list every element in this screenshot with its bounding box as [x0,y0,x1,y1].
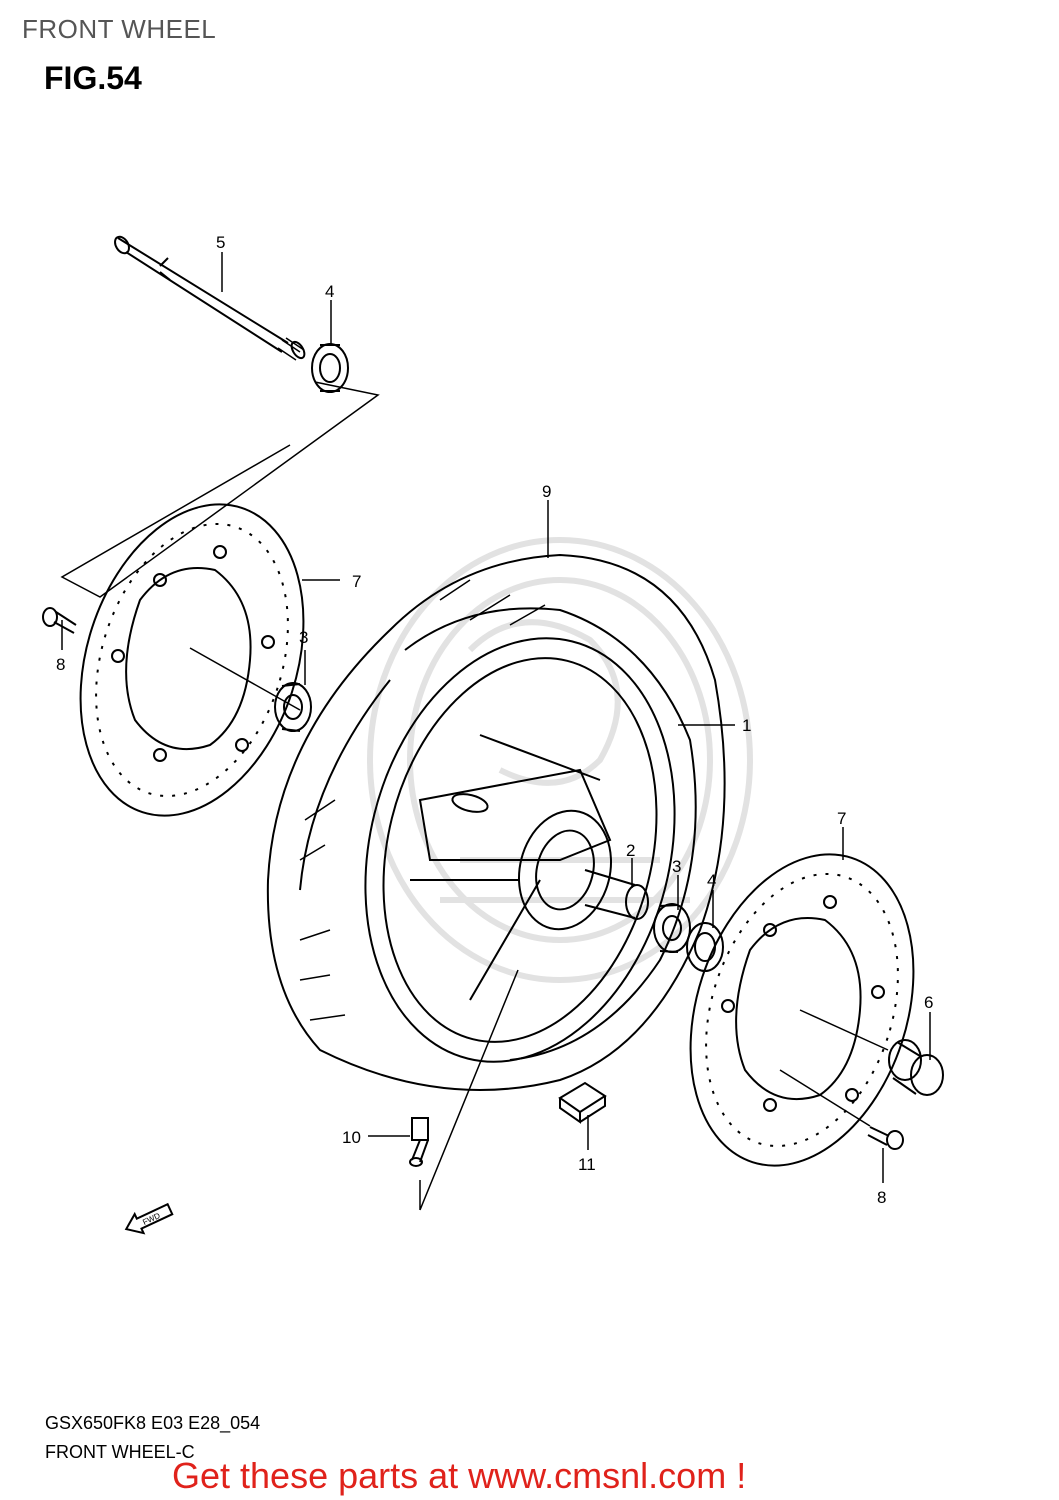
exploded-parts-diagram: 5 4 9 7 8 3 1 2 3 4 7 6 8 10 11 FWD [42,233,952,1235]
callout-2: 2 [626,841,635,860]
callout-6: 6 [924,993,933,1012]
diagram-name: FRONT WHEEL-C [45,1442,195,1462]
callout-9: 9 [542,482,551,501]
disc-bolt-right[interactable] [867,1126,904,1150]
callout-11: 11 [578,1155,596,1174]
callout-3-right: 3 [672,857,681,876]
figure-label: FIG.54 [44,60,142,96]
diagram-code: GSX650FK8 E03 E28_054 [45,1413,261,1433]
dust-seal-top[interactable] [311,343,349,393]
tire[interactable] [266,553,726,1091]
callout-10: 10 [342,1128,361,1147]
callout-8-right: 8 [877,1188,886,1207]
callout-7-left: 7 [352,572,361,591]
axle-collar[interactable] [888,1039,944,1096]
callout-8-left: 8 [56,655,65,674]
leader-lines [61,252,931,1211]
callout-1: 1 [742,716,751,735]
callout-5: 5 [216,233,225,252]
tire-valve[interactable] [409,1117,429,1167]
callout-7-right: 7 [837,809,846,828]
balancer-weight[interactable] [558,1081,607,1124]
brake-disc-right[interactable] [653,825,952,1194]
front-axle[interactable] [112,234,307,361]
bearing-left[interactable] [274,682,312,732]
callout-3-left: 3 [299,628,308,647]
callout-4-right: 4 [707,871,716,890]
page-header-title: FRONT WHEEL [22,14,217,44]
bearing-right[interactable] [653,903,691,953]
brake-disc-left[interactable] [43,475,342,844]
spacer[interactable] [584,869,649,920]
callout-4-top: 4 [325,282,334,301]
axle-guide-line [60,381,380,598]
fwd-arrow-icon: FWD [124,1202,174,1235]
wheel-rim[interactable] [322,605,717,1095]
disc-bolt-left[interactable] [42,607,77,634]
cmsnl-link[interactable]: Get these parts at www.cmsnl.com ! [172,1455,747,1496]
wheel-hub[interactable] [507,801,623,939]
